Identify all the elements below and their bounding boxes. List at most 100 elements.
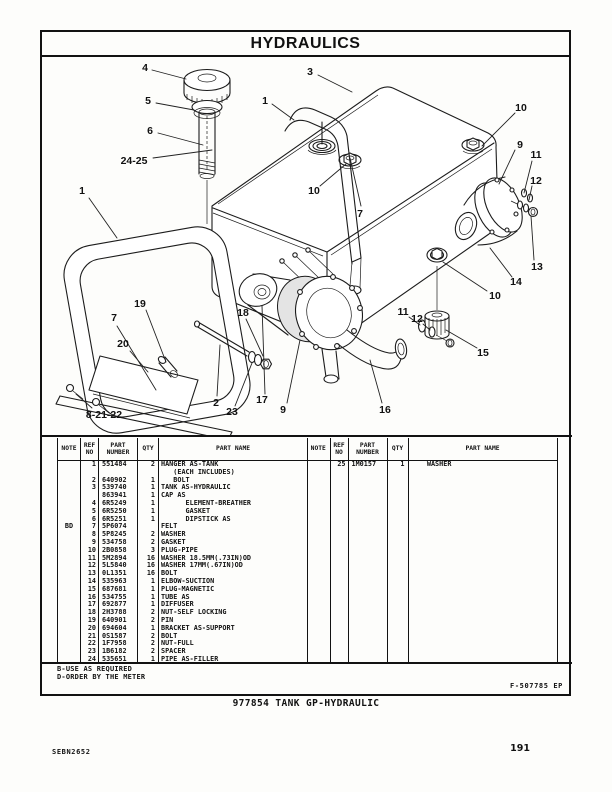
magnetic-plug [424,266,450,340]
table-row: 9 534758 2 GASKET [57,538,308,547]
cell-note [57,531,81,539]
cell-ref-no: 10 [80,546,99,555]
cell-qty: 16 [137,554,159,563]
cell-part-name: PLUG-PIPE [158,546,308,555]
cell-part-name: TANK AS-HYDRAULIC [158,484,308,493]
cell-part-number: 535963 [98,577,138,586]
cell-qty: 1 [137,484,159,493]
page-frame: HYDRAULICS [40,30,571,696]
table-row: 10 2B0858 3 PLUG-PIPE [57,546,308,555]
cell-ref-no: 5 [80,507,99,516]
cell-part-name: TUBE AS [158,593,308,602]
table-row: 1 551484 2 HANGER AS-TANK [57,460,308,469]
header-ref-no: REF NO [80,438,99,461]
cell-ref-no: 20 [80,624,99,633]
cell-note [57,585,81,594]
footnote-d: D-ORDER BY THE METER [57,673,146,681]
cell-part-number: 534758 [98,538,138,547]
cell-note [57,484,81,493]
table-row: 25 1M0157 1 WASHER [307,460,558,469]
cell-part-name: GASKET [158,538,308,547]
cell-note [57,648,81,656]
cell-note [57,538,81,547]
left-strap [63,226,251,434]
cell-ref-no: 15 [80,585,99,594]
cell-qty: 2 [137,460,159,469]
table-row: 8 5P8245 2 WASHER [57,531,308,539]
filler-cap-assembly [183,68,231,224]
cell-qty: 1 [137,499,159,508]
cell-part-name: PIPE AS-FILLER [158,655,308,664]
cell-note [57,624,81,633]
cell-part-name: NUT-FULL [158,640,308,649]
cell-part-number: 5L5840 [98,562,138,571]
cell-qty: 2 [137,616,159,625]
table-row: 21 0S1587 2 BOLT [57,632,308,641]
cell-part-name: NUT-SELF LOCKING [158,609,308,617]
bracket-assembly [55,355,233,435]
cell-part-name: WASHER 18.5MM(.73IN)OD [158,554,308,563]
table-row: 2 640902 1 BOLT [57,476,308,485]
table-row: 4 6R5249 1 ELEMENT-BREATHER [57,499,308,508]
elbow-assembly [454,176,539,246]
cell-part-number: 0L1351 [98,570,138,578]
cell-qty: 1 [137,601,159,610]
cell-note [57,546,81,555]
cell-part-name: WASHER [408,460,558,469]
table-row: 24 535651 1 PIPE AS-FILLER [57,655,308,664]
figure-caption: 977854 TANK GP-HYDRAULIC [232,698,380,709]
cell-ref-no [80,468,99,477]
cell-qty: 2 [137,531,159,539]
header-ref-no: REF NO [330,438,349,461]
cell-note [57,476,81,485]
cell-part-number: 5P6074 [98,523,138,532]
table-row: 22 1F7958 2 NUT-FULL [57,640,308,649]
cell-qty: 1 [137,655,159,664]
cell-ref-no: 2 [80,476,99,485]
cell-note [57,468,81,477]
table-row: 17 692877 1 DIFFUSER [57,601,308,610]
cell-note [57,562,81,571]
cell-part-name: WASHER [158,531,308,539]
header-part-name: PART NAME [408,438,558,461]
table-row: 18 2H3788 2 NUT-SELF LOCKING [57,609,308,617]
cell-qty: 1 [137,593,159,602]
cell-part-name: CAP AS [158,492,308,500]
cell-ref-no: 24 [80,655,99,664]
table-row: (EACH INCLUDES) [57,468,308,477]
footnotes: B-USE AS REQUIRED D-ORDER BY THE METER [57,665,145,681]
page-number: 191 [510,743,530,754]
cell-qty: 1 [137,515,159,524]
cell-part-name: ELBOW-SUCTION [158,577,308,586]
cell-qty: 2 [137,632,159,641]
cell-part-number: 2B0858 [98,546,138,555]
cell-qty: 3 [137,546,159,555]
table-row: 12 5L5840 16 WASHER 17MM(.67IN)OD [57,562,308,571]
cell-part-number: 5M2894 [98,554,138,563]
cell-note [57,460,81,469]
parts-table-left: NOTE REF NO PART NUMBER QTY PART NAME 1 … [57,438,308,664]
leader-lines [75,69,535,409]
table-row: 15 687681 1 PLUG-MAGNETIC [57,585,308,594]
table-top-rule [40,435,572,437]
cell-note [57,507,81,516]
cell-note [57,601,81,610]
cell-ref-no: 4 [80,499,99,508]
cell-part-name: FELT [158,523,308,532]
cell-part-number: 6R5251 [98,515,138,524]
header-part-name: PART NAME [158,438,308,461]
cell-ref-no: 23 [80,648,99,656]
cell-ref-no: 19 [80,616,99,625]
cell-note [57,492,81,500]
cell-note [307,460,331,469]
cell-qty: 16 [137,570,159,578]
cell-qty [137,468,159,477]
header-part-number: PART NUMBER [98,438,138,461]
cell-part-name: (EACH INCLUDES) [158,468,308,477]
table-header-row: NOTE REF NO PART NUMBER QTY PART NAME [57,438,308,461]
cell-part-name: SPACER [158,648,308,656]
cell-ref-no: 21 [80,632,99,641]
cell-ref-no: 9 [80,538,99,547]
cell-part-number: 539740 [98,484,138,493]
cell-qty: 1 [137,577,159,586]
